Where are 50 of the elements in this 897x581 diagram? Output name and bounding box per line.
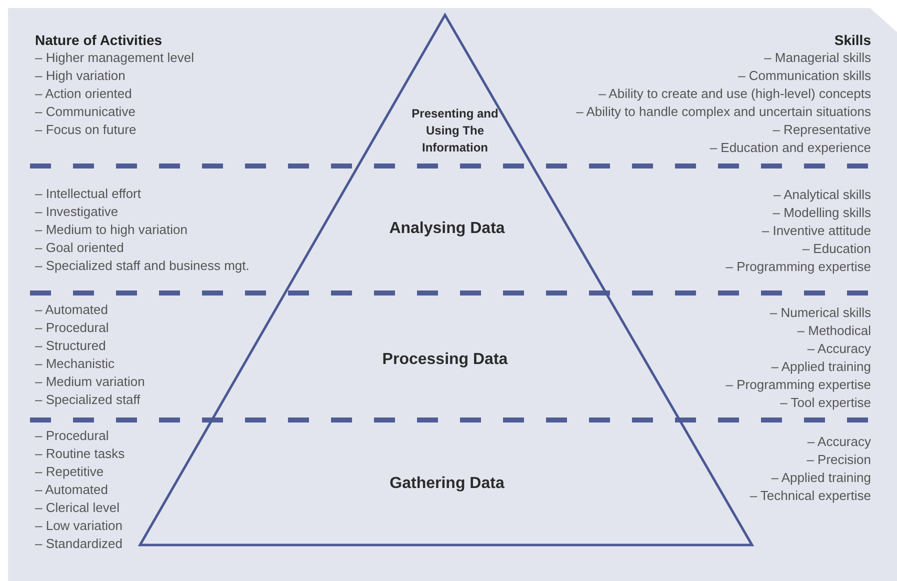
list-item: – Intellectual effort (35, 185, 141, 203)
list-item: – Applied training (771, 358, 871, 376)
list-item: – Specialized staff (35, 391, 140, 409)
list-item: – Precision (806, 451, 871, 469)
list-item: – Ability to handle complex and uncertain situations (576, 103, 871, 121)
list-item: – Automated (35, 301, 108, 319)
list-item: – Repetitive (35, 463, 104, 481)
list-item: – Clerical level (35, 499, 120, 517)
list-item: – Accuracy (807, 340, 871, 358)
list-item: – Communicative (35, 103, 136, 121)
column-heading: Skills (834, 31, 871, 49)
list-item: – Programming expertise (726, 258, 871, 276)
list-item: – Methodical (797, 322, 871, 340)
list-item: – Accuracy (807, 433, 871, 451)
list-item: – Action oriented (35, 85, 132, 103)
list-item: – Goal oriented (35, 239, 124, 257)
list-item: – High variation (35, 67, 126, 85)
list-item: – Inventive attitude (762, 222, 871, 240)
list-item: – Medium variation (35, 373, 145, 391)
list-item: – Routine tasks (35, 445, 125, 463)
list-item: – Programming expertise (726, 376, 871, 394)
pyramid-level-label: Presenting and Using The Information (399, 106, 511, 156)
list-item: – Numerical skills (770, 304, 871, 322)
list-item: – Standardized (35, 535, 122, 553)
list-item: – Focus on future (35, 121, 136, 139)
pyramid-level-label: Analysing Data (357, 219, 537, 239)
pyramid-level-label: Processing Data (355, 350, 535, 370)
list-item: – Investigative (35, 203, 118, 221)
list-item: – Mechanistic (35, 355, 114, 373)
list-item: – Procedural (35, 427, 109, 445)
list-item: – Specialized staff and business mgt. (35, 257, 250, 275)
pyramid-level-label: Gathering Data (357, 474, 537, 494)
list-item: – Education and experience (710, 139, 871, 157)
list-item: – Analytical skills (773, 186, 871, 204)
list-item: – Education (802, 240, 871, 258)
list-item: – Ability to create and use (high-level) concepts (598, 85, 871, 103)
list-item: – Tool expertise (780, 394, 871, 412)
list-item: – Structured (35, 337, 106, 355)
list-item: – Higher management level (35, 49, 194, 67)
list-item: – Communication skills (738, 67, 871, 85)
list-item: – Automated (35, 481, 108, 499)
list-item: – Managerial skills (764, 49, 871, 67)
list-item: – Procedural (35, 319, 109, 337)
list-item: – Modelling skills (772, 204, 871, 222)
column-heading: Nature of Activities (35, 31, 162, 49)
list-item: – Medium to high variation (35, 221, 188, 239)
list-item: – Low variation (35, 517, 122, 535)
list-item: – Technical expertise (750, 487, 871, 505)
list-item: – Representative (772, 121, 871, 139)
list-item: – Applied training (771, 469, 871, 487)
